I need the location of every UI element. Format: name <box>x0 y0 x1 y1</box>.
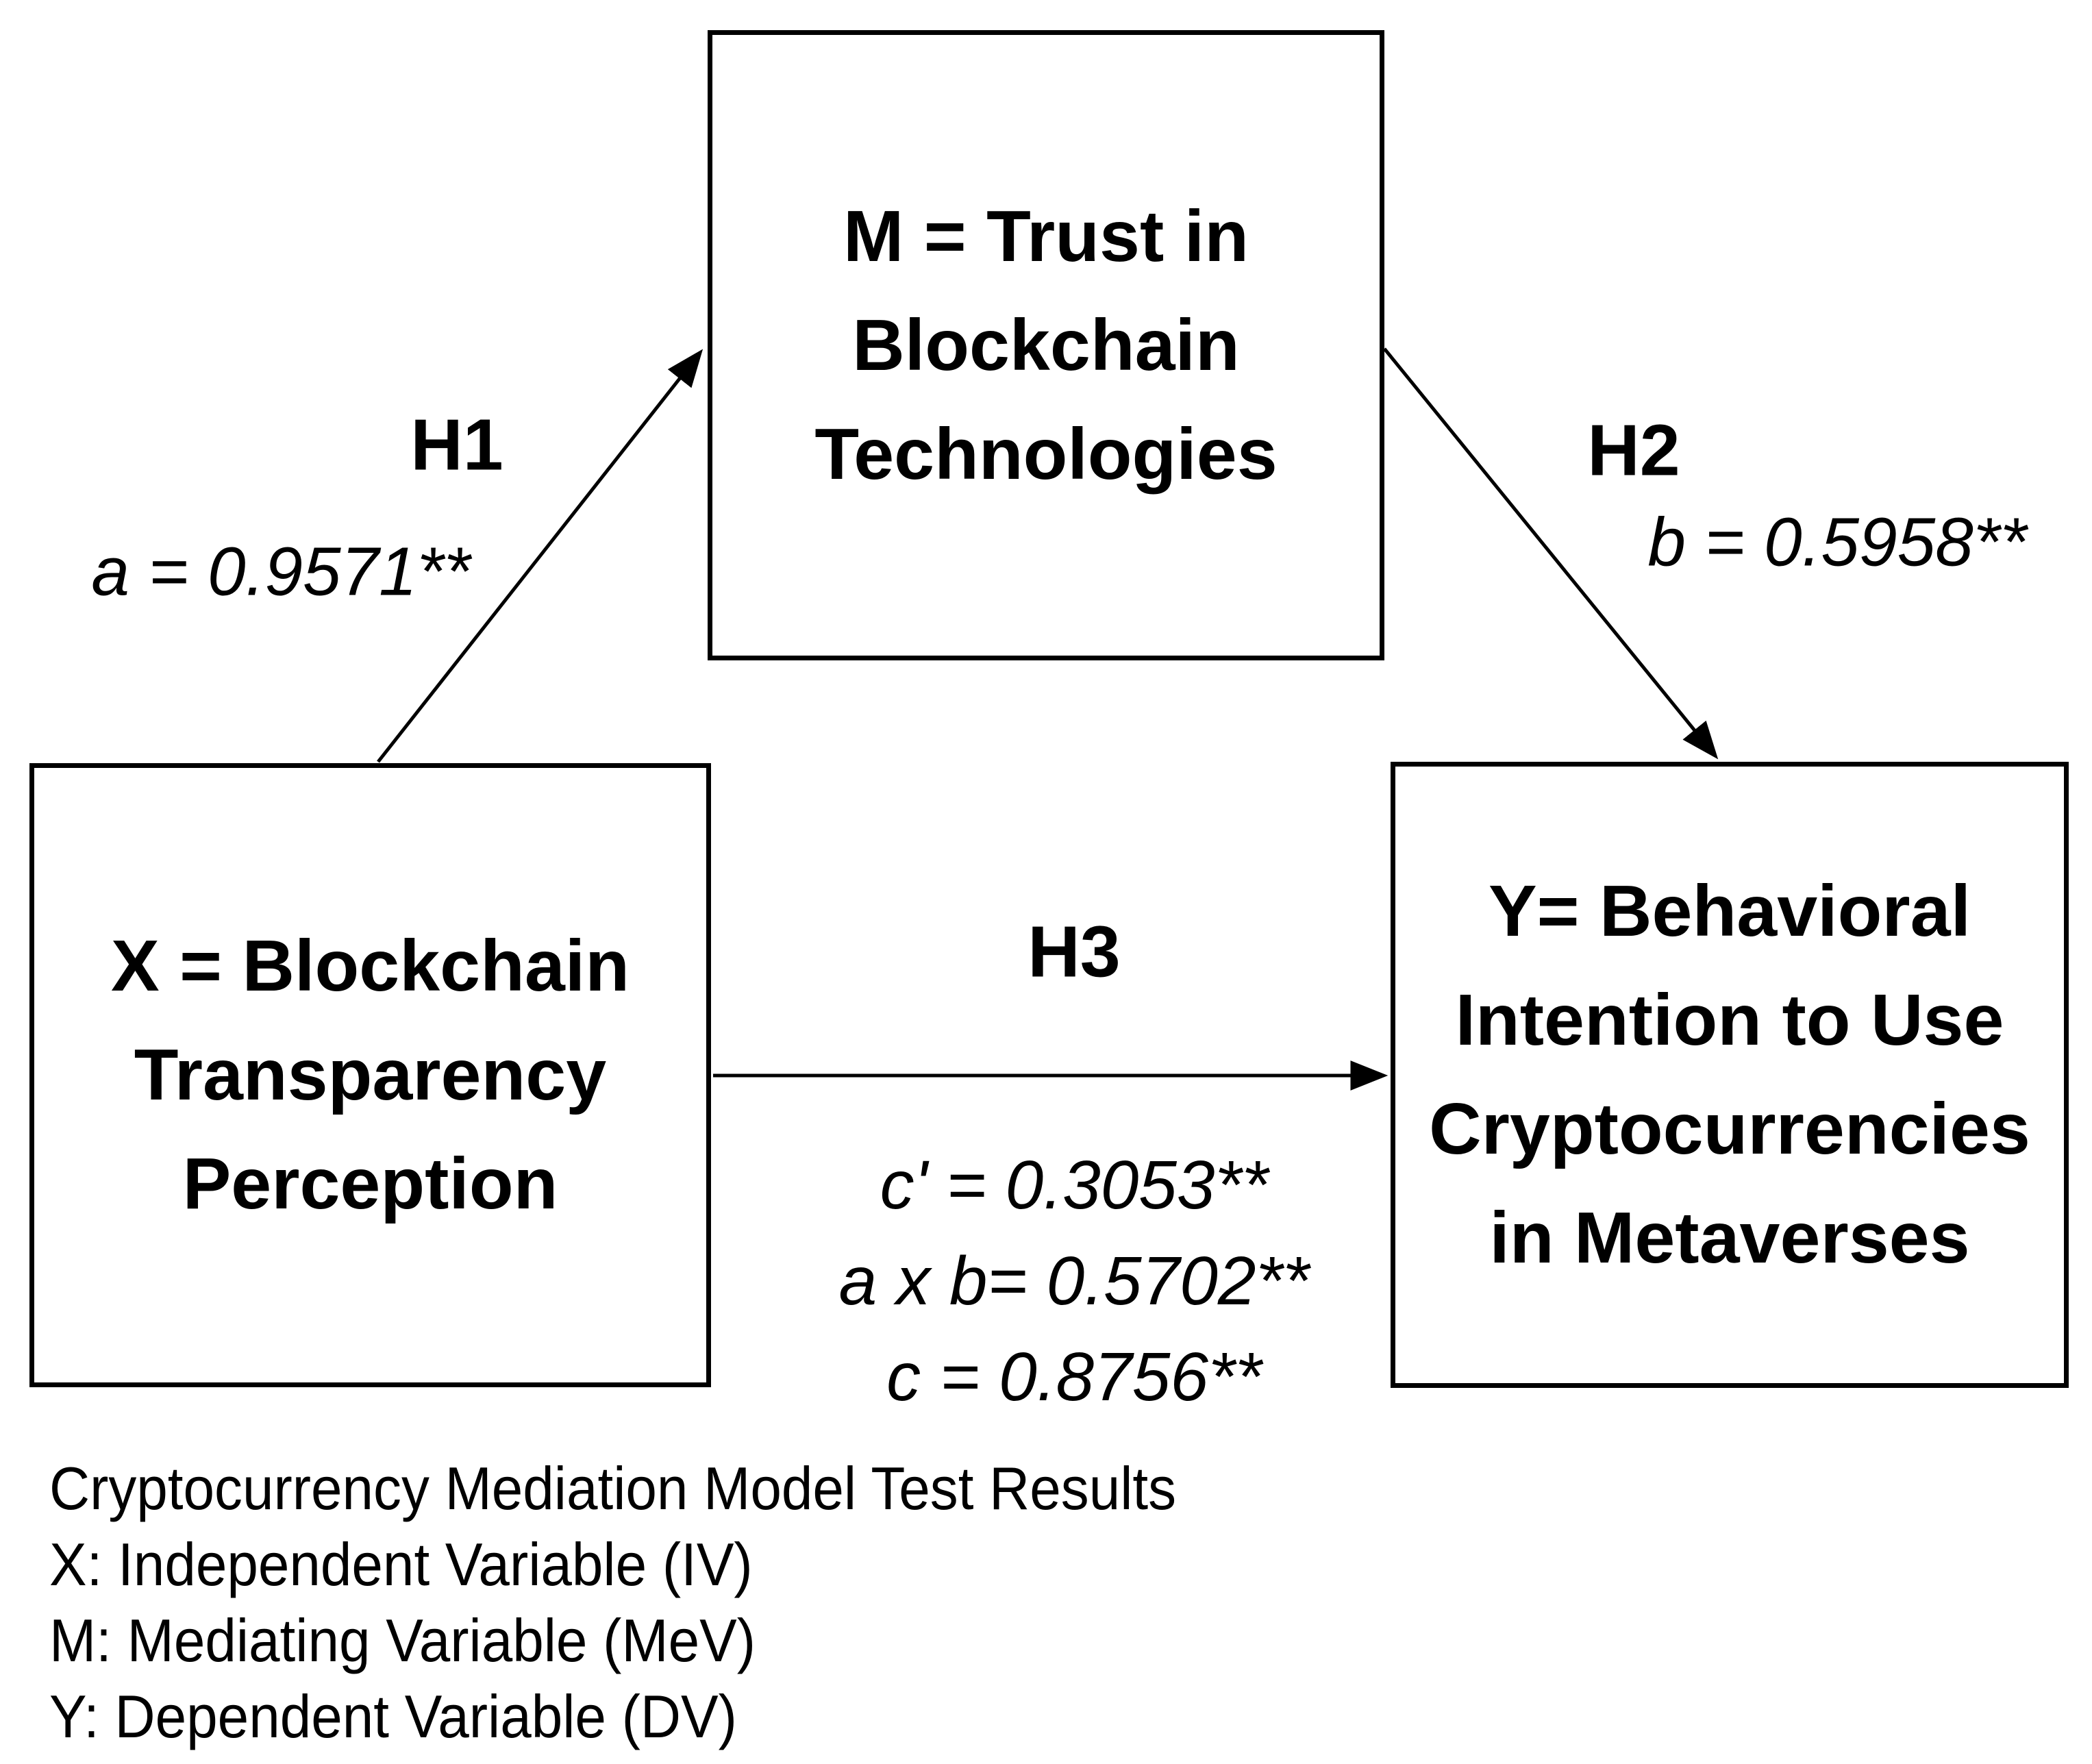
h1-path-arrow <box>377 349 703 763</box>
caption-mediating-variable-line: M: Mediating Variable (MeV) <box>49 1606 756 1674</box>
independent-variable-label: X = Blockchain Transparency Perception <box>110 926 630 1224</box>
h1-hypothesis-label: H1 <box>410 404 503 486</box>
h3-indirect-effect-value: a x b= 0.5702** <box>838 1243 1310 1319</box>
h2-path-arrow <box>1383 347 1719 760</box>
caption-dependent-variable-line: Y: Dependent Variable (DV) <box>49 1682 737 1750</box>
h3-direct-effect-value: c' = 0.3053** <box>880 1147 1269 1223</box>
h2-hypothesis-label: H2 <box>1587 410 1680 491</box>
dependent-variable-box: Y= Behavioral Intention to Use Cryptocur… <box>1391 762 2069 1388</box>
h3-total-effect-value: c = 0.8756** <box>886 1339 1262 1415</box>
caption-independent-variable-line: X: Independent Variable (IV) <box>49 1530 753 1598</box>
h2-coefficient-value: b = 0.5958** <box>1647 504 2027 581</box>
h3-hypothesis-label: H3 <box>1028 911 1121 993</box>
mediator-variable-label: M = Trust in Blockchain Technologies <box>814 195 1278 495</box>
dependent-variable-label: Y= Behavioral Intention to Use Cryptocur… <box>1429 871 2030 1278</box>
h1-coefficient-value: a = 0.9571** <box>91 533 471 610</box>
independent-variable-box: X = Blockchain Transparency Perception <box>29 763 711 1387</box>
caption-title-line: Cryptocurrency Mediation Model Test Resu… <box>49 1454 1177 1522</box>
figure-caption: Cryptocurrency Mediation Model Test Resu… <box>49 1450 1176 1754</box>
mediator-variable-box: M = Trust in Blockchain Technologies <box>708 30 1384 660</box>
h3-coefficients-block: c' = 0.3053** a x b= 0.5702** c = 0.8756… <box>839 1137 1310 1425</box>
